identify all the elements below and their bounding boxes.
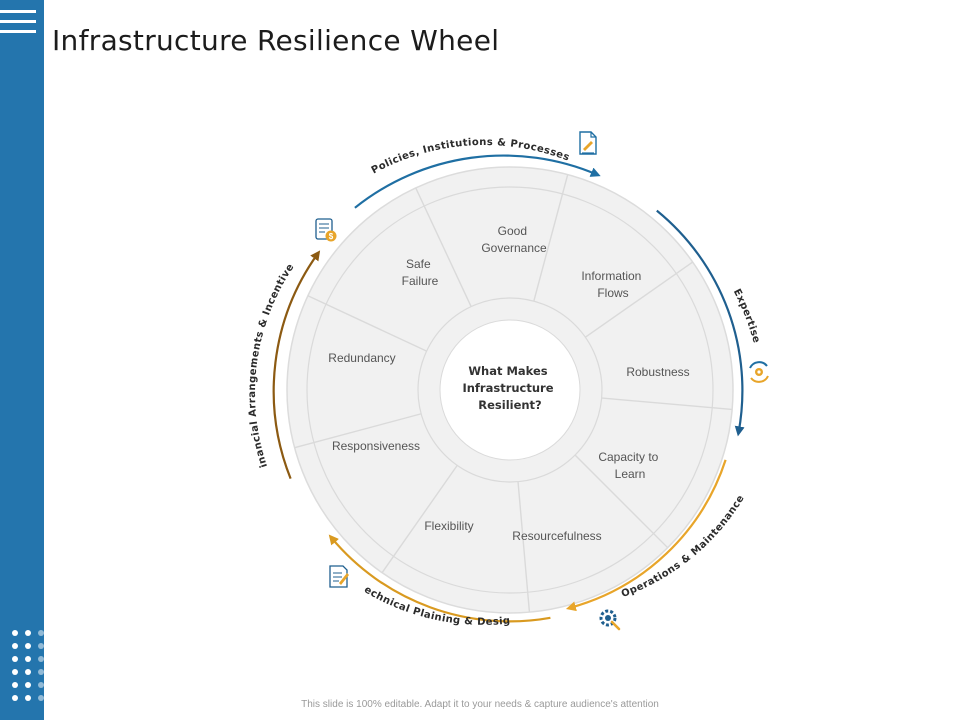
document-pen-icon <box>579 131 597 155</box>
segment-redundancy-line-1: Redundancy <box>328 351 395 365</box>
segment-robustness-line-1: Robustness <box>626 365 689 379</box>
sidebar-decoration <box>0 0 44 720</box>
document-edit-icon <box>329 565 349 588</box>
center-question: What Makes Infrastructure Resilient? <box>462 364 557 412</box>
technical-arrow <box>328 534 551 623</box>
segment-information-flows-line-1: Information <box>581 269 641 283</box>
wheel-spoke <box>415 187 482 327</box>
label-financial-text: Financial Arrangements & Incentives <box>0 0 296 469</box>
segment-safe-failure: Safe Failure <box>402 257 439 288</box>
segment-capacity-to-learn-line-1: Capacity to <box>598 450 658 464</box>
page-title: Infrastructure Resilience Wheel <box>52 24 500 57</box>
dot-pattern <box>12 630 83 701</box>
segment-good-governance: Good Governance <box>481 224 547 255</box>
segment-resourcefulness-line-1: Resourcefulness <box>512 529 601 543</box>
segment-resourcefulness: Resourcefulness <box>512 529 601 543</box>
segment-robustness: Robustness <box>626 365 689 379</box>
expertise-arrow <box>656 209 745 437</box>
segment-responsiveness-line-1: Responsiveness <box>332 439 420 453</box>
hub-center <box>439 319 581 461</box>
segment-information-flows-line-2: Flows <box>597 286 628 300</box>
segment-good-governance-line-1: Good <box>498 224 527 238</box>
wheel-spoke <box>381 446 471 574</box>
wheel-spoke <box>527 174 569 323</box>
financial-arrow <box>272 250 321 480</box>
wheel-spoke <box>566 261 694 351</box>
center-line-1: What Makes <box>468 364 547 378</box>
segment-flexibility-line-1: Flexibility <box>424 519 473 533</box>
wheel-spoke <box>294 407 443 449</box>
footer-note: This slide is 100% editable. Adapt it to… <box>301 699 659 710</box>
segment-responsiveness: Responsiveness <box>332 439 420 453</box>
segment-redundancy: Redundancy <box>328 351 395 365</box>
segment-capacity-to-learn-line-2: Learn <box>615 467 646 481</box>
operations-arrow <box>565 459 727 612</box>
svg-text:$: $ <box>329 232 334 241</box>
segment-safe-failure-line-2: Failure <box>402 274 439 288</box>
segment-information-flows: Information Flows <box>581 269 644 300</box>
center-line-3: Resilient? <box>478 398 541 412</box>
gear-wrench-icon <box>599 609 621 631</box>
policies-arrow <box>354 154 601 209</box>
segment-good-governance-line-2: Governance <box>481 241 547 255</box>
wheel-spoke <box>559 439 669 549</box>
wheel-inner-ring <box>306 186 714 594</box>
center-line-2: Infrastructure <box>462 381 553 395</box>
wheel-spoke <box>307 295 447 362</box>
label-financial: Financial Arrangements & Incentives <box>0 0 297 469</box>
wheel-spokes <box>294 174 733 613</box>
invoice-dollar-icon: $ <box>315 218 337 242</box>
wheel-spoke <box>515 459 531 613</box>
segment-flexibility: Flexibility <box>424 519 473 533</box>
segment-capacity-to-learn: Capacity to Learn <box>598 450 661 481</box>
wheel-spoke <box>579 395 733 411</box>
gear-cycle-icon <box>749 361 769 383</box>
segment-safe-failure-line-1: Safe <box>406 257 431 271</box>
menu-icon <box>0 10 36 40</box>
